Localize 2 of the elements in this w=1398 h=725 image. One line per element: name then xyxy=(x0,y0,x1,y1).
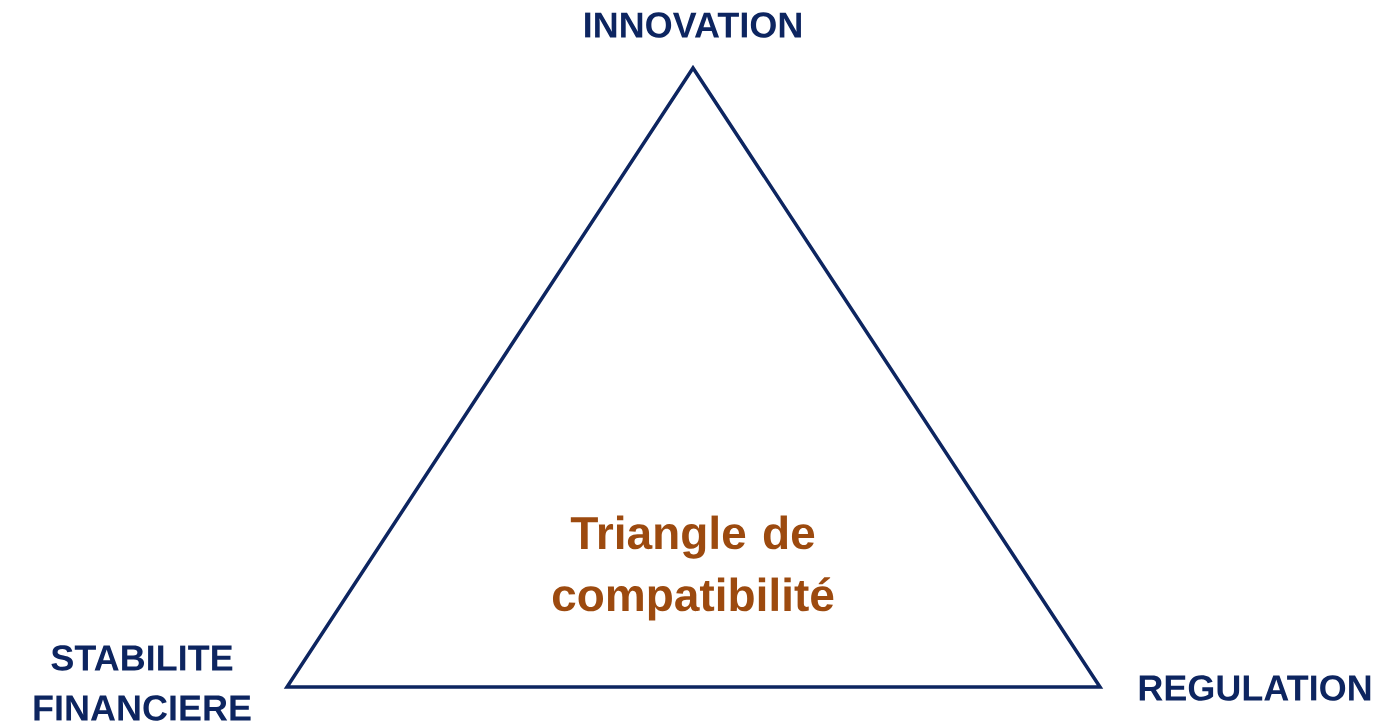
vertex-label: REGULATION xyxy=(1139,675,1371,701)
vertex-label: STABILITE FINANCIERE xyxy=(34,645,251,721)
